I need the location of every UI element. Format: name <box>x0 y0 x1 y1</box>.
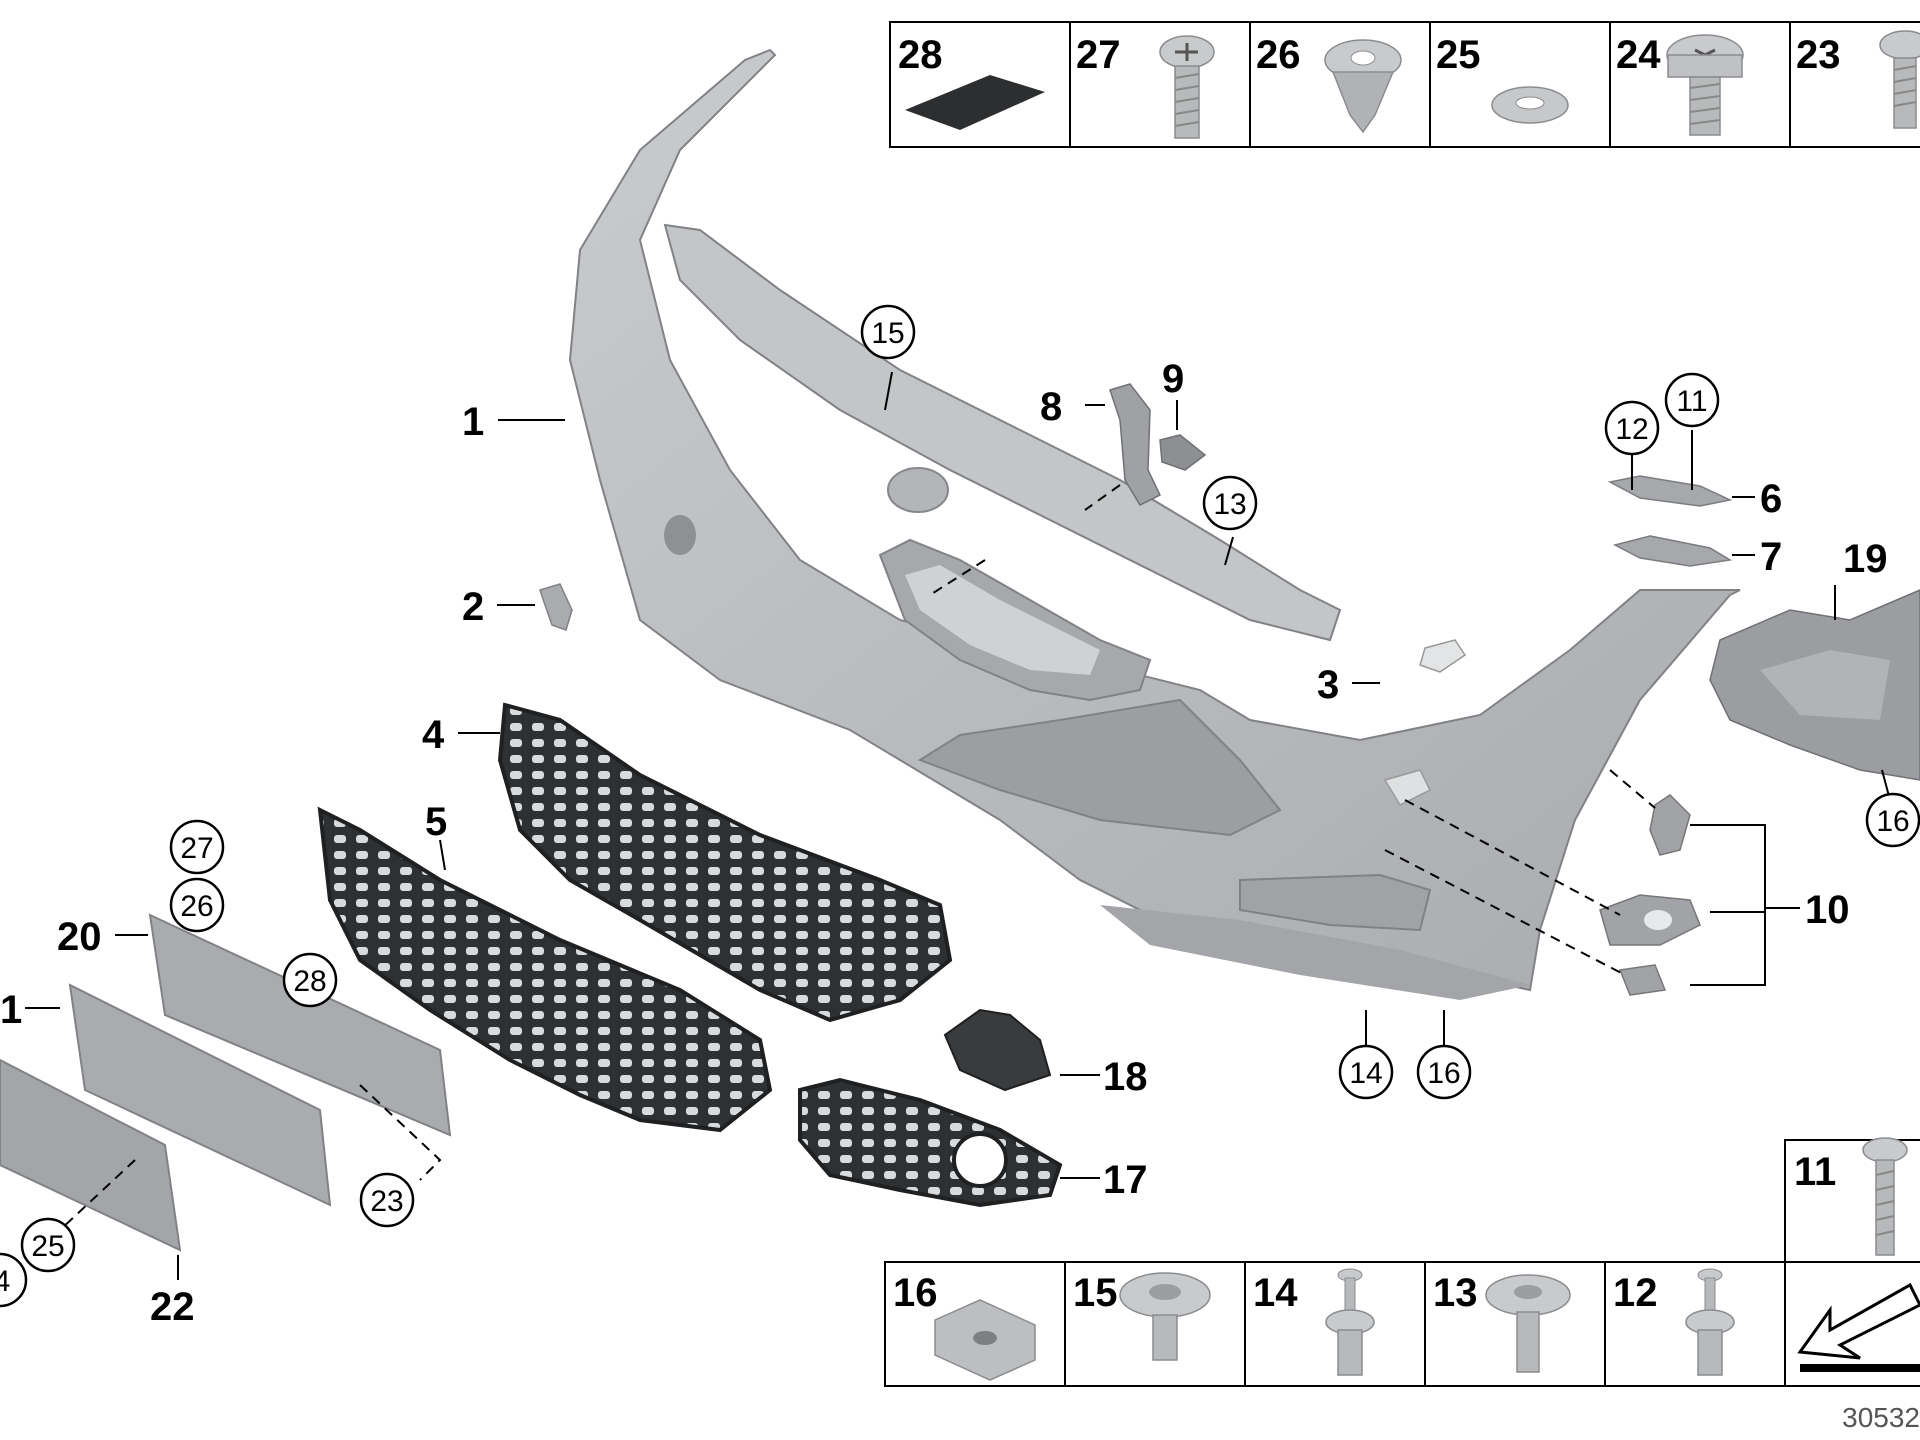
collar-screw-icon <box>1119 1272 1211 1361</box>
part-label: 8 <box>1040 385 1062 429</box>
top-cell-number: 25 <box>1436 33 1481 77</box>
part-label: 22 <box>150 1285 195 1329</box>
circled-label: 13 <box>1213 488 1246 521</box>
direction-arrow-icon <box>1797 1282 1920 1372</box>
part-label: 1 <box>462 400 484 444</box>
part-label: 10 <box>1805 888 1850 932</box>
top-cell-number: 23 <box>1796 33 1841 77</box>
screw-icon <box>1159 35 1215 139</box>
part-labels: 1 2 3 4 5 6 7 8 9 10 17 18 19 20 1 22 <box>0 357 1888 1329</box>
part-label: 9 <box>1162 357 1184 401</box>
circled-label: 16 <box>1876 805 1909 838</box>
part-10-bracket-c <box>1618 964 1667 996</box>
circled-label-texts: 15 13 12 11 14 16 16 27 26 28 23 25 4 <box>0 317 1910 1298</box>
leader-lines <box>25 371 1891 1280</box>
part-label: 1 <box>0 988 22 1032</box>
bottom-cell-number: 15 <box>1073 1271 1118 1315</box>
circled-labels <box>0 304 1920 1308</box>
expanding-rivet-icon <box>1325 1268 1375 1376</box>
part-9-clip <box>1159 434 1207 471</box>
bottom-cell-number: 13 <box>1433 1271 1478 1315</box>
bumper-cover <box>568 48 1741 1000</box>
side-hardware-table: 11 <box>1784 1137 1920 1387</box>
collar-screw-icon <box>1485 1274 1571 1373</box>
circled-label: 4 <box>0 1265 10 1298</box>
top-cell-number: 28 <box>898 33 943 77</box>
part-label: 17 <box>1103 1158 1148 1202</box>
part-5-grille <box>317 806 773 1133</box>
circled-label: 28 <box>293 965 326 998</box>
long-screw-icon <box>1862 1137 1908 1256</box>
circled-label: 27 <box>180 832 213 865</box>
bottom-hardware-table: 16 15 14 13 12 <box>884 1261 1786 1387</box>
bottom-cell-number: 14 <box>1253 1271 1298 1315</box>
clip-nut-icon <box>1324 39 1402 134</box>
part-22-plate-bracket <box>0 1058 182 1252</box>
expanding-rivet-icon <box>1685 1268 1735 1376</box>
part-7-strip <box>1612 535 1733 567</box>
part-label: 5 <box>425 800 447 844</box>
part-label: 3 <box>1317 663 1339 707</box>
top-cell-number: 24 <box>1616 33 1661 77</box>
part-2-cap <box>539 583 573 631</box>
part-label: 6 <box>1760 477 1782 521</box>
circled-label: 26 <box>180 890 213 923</box>
part-label: 2 <box>462 585 484 629</box>
part-label: 4 <box>422 713 445 757</box>
part-label: 19 <box>1843 537 1888 581</box>
circled-label: 16 <box>1427 1057 1460 1090</box>
washer-icon <box>1491 86 1569 124</box>
part-label: 7 <box>1760 535 1782 579</box>
side-cell-number: 11 <box>1794 1150 1836 1194</box>
circled-label: 23 <box>370 1185 403 1218</box>
speed-nut-icon <box>934 1299 1036 1381</box>
part-18-cover <box>943 1008 1052 1092</box>
part-10-bracket-a <box>1649 794 1691 856</box>
part-6-strip <box>1607 475 1733 507</box>
pad-icon <box>905 75 1045 130</box>
part-20-plate-bracket <box>148 913 452 1137</box>
top-cell-number: 27 <box>1076 33 1121 77</box>
circled-label: 15 <box>871 317 904 350</box>
part-4-grille <box>497 702 953 1023</box>
screw-icon <box>1879 30 1920 129</box>
top-hardware-table: 28 27 26 25 24 23 <box>889 21 1920 148</box>
circled-label: 11 <box>1676 385 1707 418</box>
bottom-cell-number: 12 <box>1613 1271 1658 1315</box>
bottom-cell-number: 16 <box>893 1271 938 1315</box>
top-cell-number: 26 <box>1256 33 1301 77</box>
dashed-lines <box>59 484 1656 1231</box>
document-number: 30532 <box>1842 1402 1920 1433</box>
part-label: 18 <box>1103 1055 1148 1099</box>
circled-label: 14 <box>1349 1057 1382 1090</box>
part-label: 20 <box>57 915 102 959</box>
part-17-fog-grille <box>798 1077 1063 1208</box>
part-8-bracket <box>1109 383 1161 506</box>
part-21-plate-bracket <box>68 983 332 1207</box>
circled-label: 25 <box>31 1230 64 1263</box>
circled-label: 12 <box>1615 413 1648 446</box>
bolt-icon <box>1666 34 1744 136</box>
